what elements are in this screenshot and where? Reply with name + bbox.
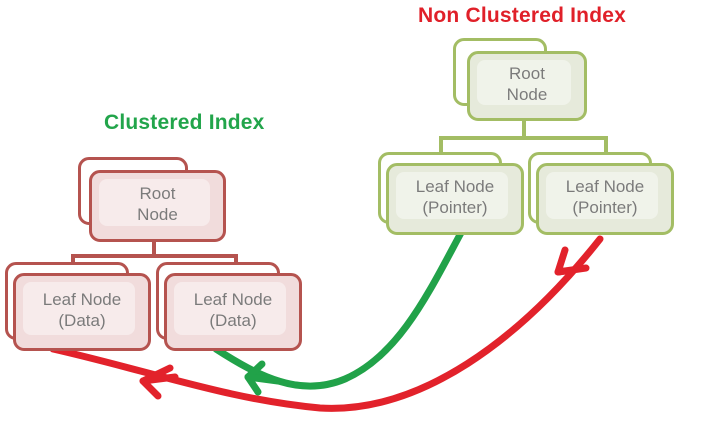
- non-clustered-leaf-node-left-front-card: Leaf Node (Pointer): [386, 163, 524, 235]
- clustered-leaf-node-left[interactable]: Leaf Node (Data): [5, 262, 151, 351]
- non-clustered-root-node[interactable]: Root Node: [453, 38, 587, 121]
- clustered-leaf-node-left-label: Leaf Node (Data): [42, 290, 122, 330]
- clustered-leaf-node-right[interactable]: Leaf Node (Data): [156, 262, 302, 351]
- clustered-root-node-label: Root Node: [137, 184, 178, 224]
- non-clustered-root-node-front-card: Root Node: [467, 51, 587, 121]
- non-clustered-leaf-node-right-label: Leaf Node (Pointer): [565, 177, 645, 217]
- non-clustered-tree-connector: [439, 116, 608, 157]
- clustered-root-node[interactable]: Root Node: [78, 157, 226, 242]
- clustered-root-node-front-card: Root Node: [89, 170, 226, 242]
- non-clustered-leaf-node-right[interactable]: Leaf Node (Pointer): [528, 152, 674, 235]
- non-clustered-leaf-node-left[interactable]: Leaf Node (Pointer): [378, 152, 524, 235]
- clustered-leaf-node-left-front-card: Leaf Node (Data): [13, 273, 151, 351]
- clustered-leaf-node-right-label: Leaf Node (Data): [193, 290, 273, 330]
- non-clustered-root-node-label: Root Node: [506, 64, 548, 104]
- clustered-index-title: Clustered Index: [104, 111, 265, 134]
- clustered-leaf-node-right-front-card: Leaf Node (Data): [164, 273, 302, 351]
- non-clustered-leaf-node-left-label: Leaf Node (Pointer): [415, 177, 495, 217]
- non-clustered-index-title: Non Clustered Index: [418, 4, 626, 27]
- non-clustered-leaf-node-right-front-card: Leaf Node (Pointer): [536, 163, 674, 235]
